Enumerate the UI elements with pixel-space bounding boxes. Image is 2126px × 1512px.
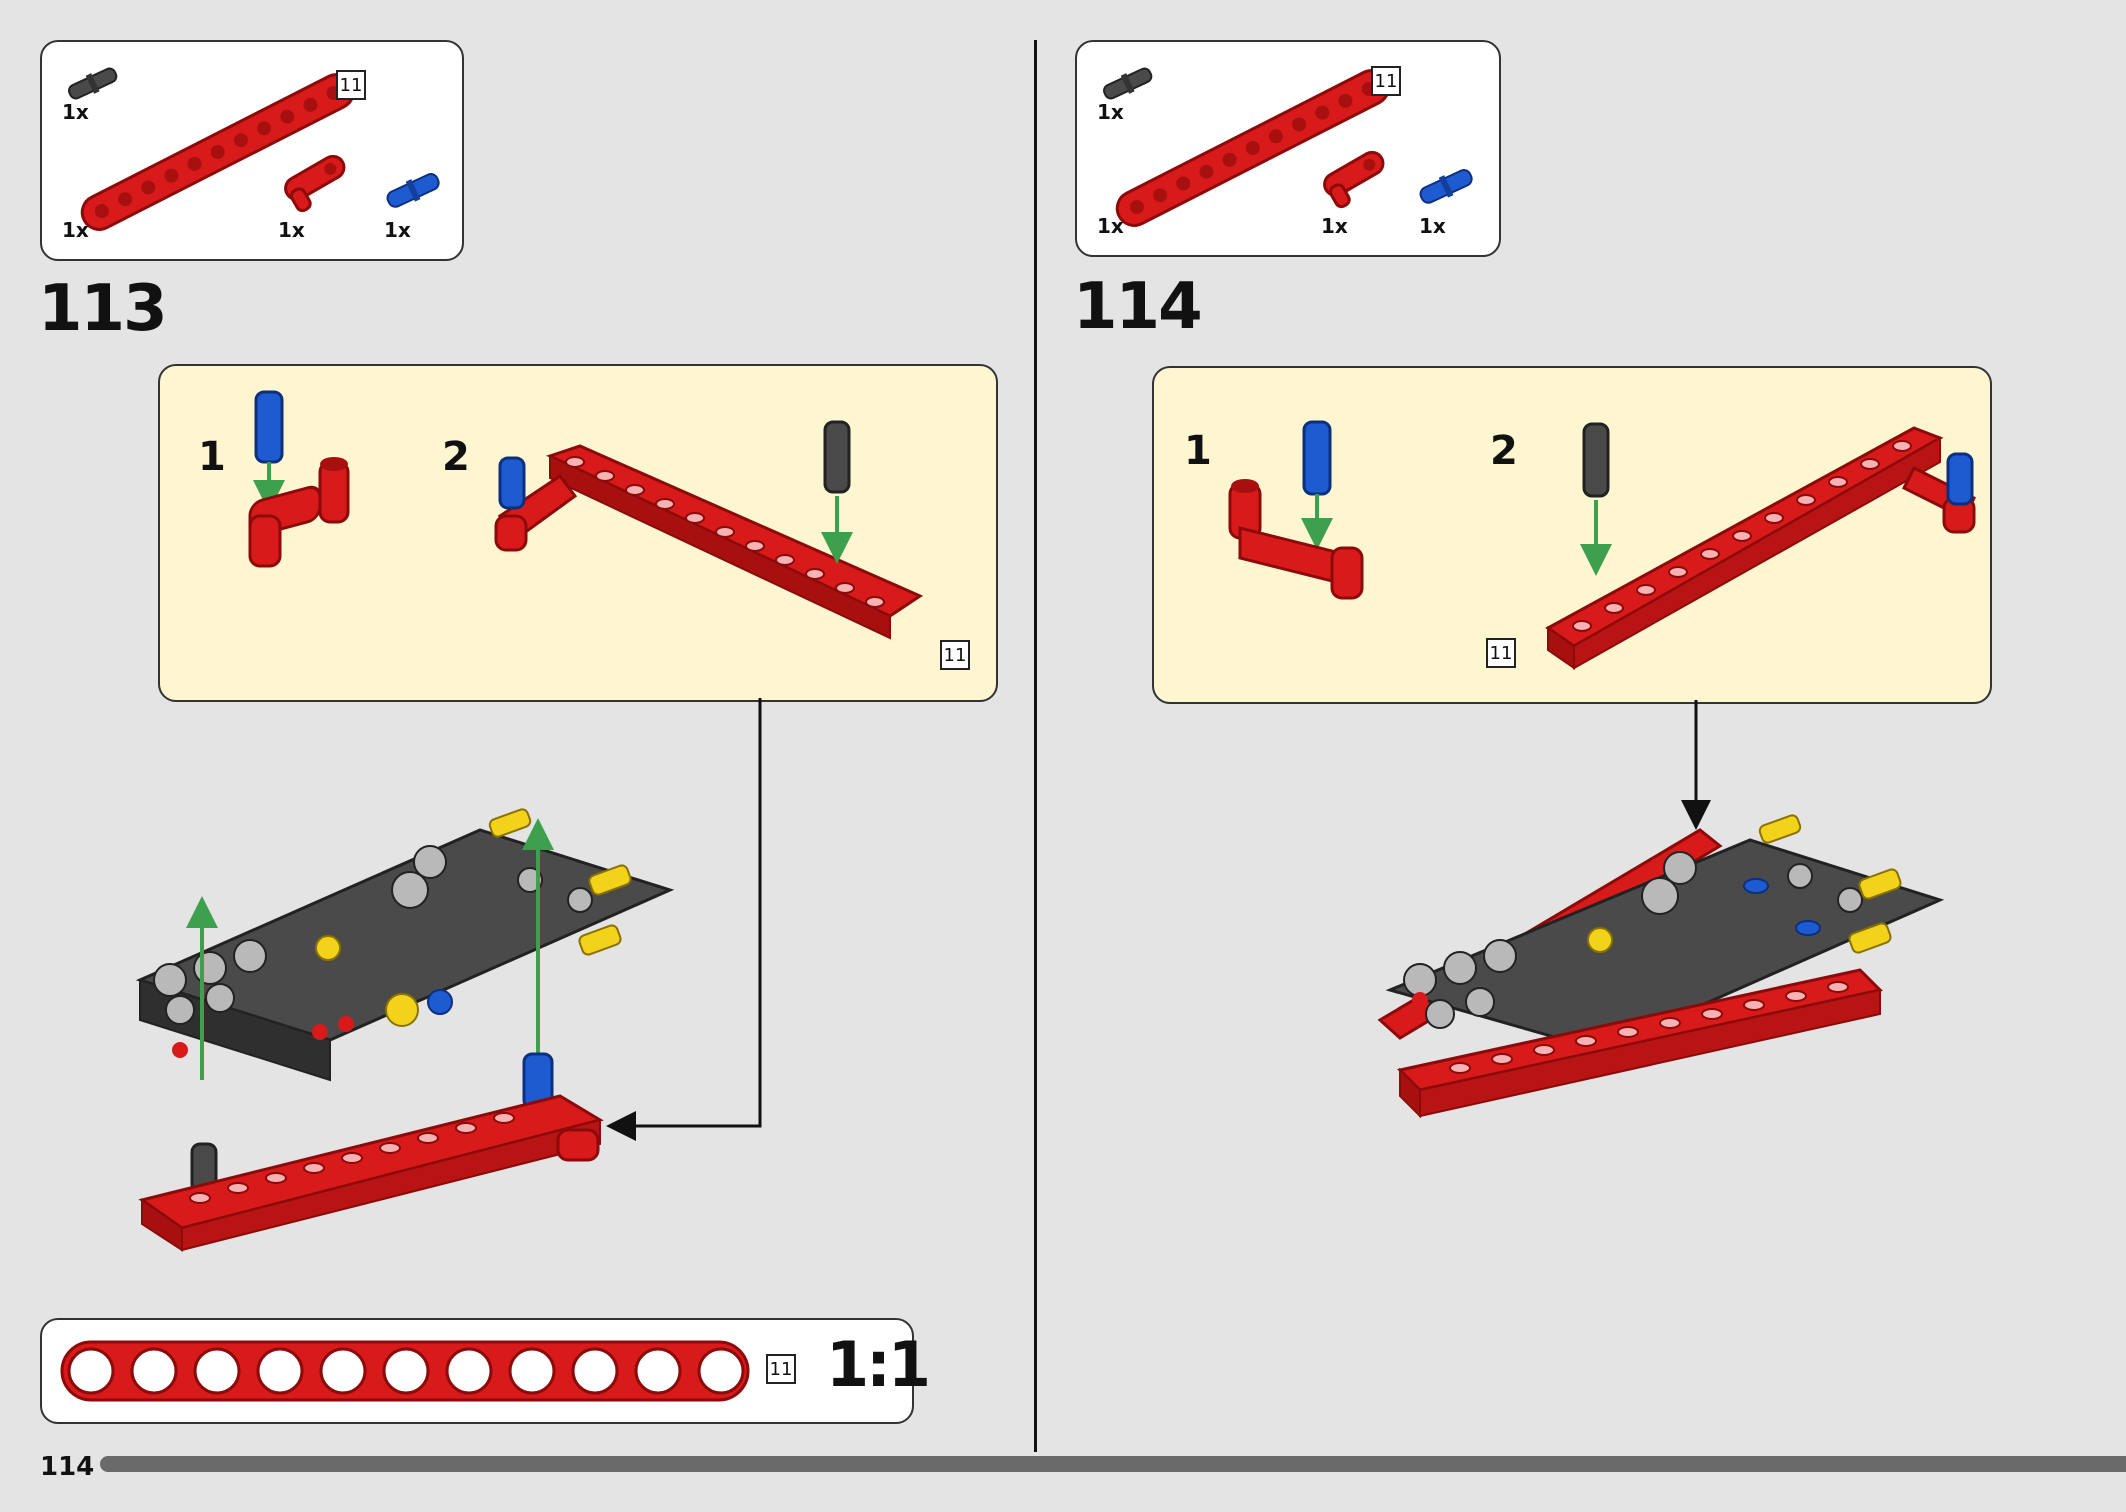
substep-1-illustration	[248, 390, 350, 568]
part-qty: 1x	[1097, 100, 1124, 124]
step-number: 114	[1073, 270, 1203, 344]
part-qty: 1x	[278, 218, 305, 242]
part-qty: 1x	[384, 218, 411, 242]
part-qty: 1x	[62, 218, 89, 242]
blue-pin-icon	[386, 173, 440, 208]
parts-list-113: 1x 11 1x 1x 1x	[40, 40, 464, 261]
red-beam-11-scale-icon	[60, 1340, 750, 1402]
length-badge: 11	[336, 70, 366, 100]
scale-label: 1:1	[826, 1328, 931, 1401]
part-qty: 1x	[1097, 214, 1124, 238]
length-badge: 11	[1371, 66, 1401, 96]
substep-number: 1	[198, 434, 226, 480]
length-badge: 11	[940, 640, 970, 670]
step-number: 113	[38, 272, 168, 346]
substep-number: 1	[1184, 428, 1212, 474]
red-crank-icon	[1323, 150, 1385, 209]
substep-number: 2	[1490, 428, 1518, 474]
blue-pin-icon	[1419, 169, 1473, 204]
part-qty: 1x	[62, 100, 89, 124]
substep-1-illustration	[1228, 420, 1364, 600]
red-beam-11-icon	[80, 73, 355, 231]
gray-pin-icon	[68, 67, 118, 100]
length-badge: 11	[766, 1354, 796, 1384]
page-number: 114	[40, 1452, 95, 1482]
substep-2-illustration	[494, 420, 924, 640]
part-qty: 1x	[1419, 214, 1446, 238]
parts-list-114: 1x 11 1x 1x 1x	[1075, 40, 1501, 257]
substep-number: 2	[442, 434, 470, 480]
substep-2-illustration	[1545, 422, 1977, 670]
progress-bar	[100, 1456, 2126, 1472]
page-divider	[1034, 40, 1037, 1452]
scale-reference-box: 11 1:1	[40, 1318, 931, 1424]
main-assembly-114-illustration	[1377, 814, 1945, 1119]
red-crank-icon	[284, 154, 346, 213]
subassembly-callout-113: 1 2 11	[158, 364, 998, 702]
part-qty: 1x	[1321, 214, 1348, 238]
gray-pin-icon	[1103, 67, 1153, 100]
subassembly-callout-114: 1 2 11	[1152, 366, 1992, 704]
main-assembly-113-illustration	[135, 808, 675, 1252]
length-badge: 11	[1486, 638, 1516, 668]
